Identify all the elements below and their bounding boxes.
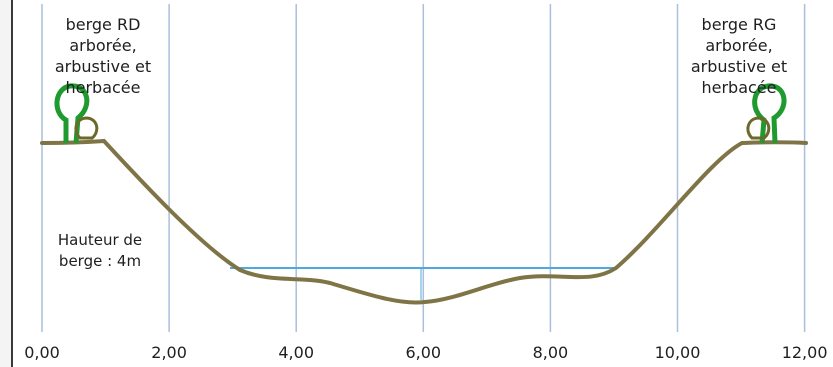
x-tick-label: 0,00 <box>24 343 60 362</box>
shrub-icon <box>74 116 99 140</box>
x-tick-label: 12,00 <box>781 343 828 362</box>
x-tick-label: 8,00 <box>532 343 569 362</box>
x-tick-label: 10,00 <box>654 343 701 362</box>
left-bank-vegetation <box>54 83 99 144</box>
right-bank-vegetation <box>746 83 787 144</box>
bank-height-note: Hauteur de berge : 4m <box>57 231 143 270</box>
tree-icon <box>752 83 787 144</box>
left-frame-border <box>0 0 13 367</box>
channel-profile-line <box>40 138 808 305</box>
shrub-icon <box>746 116 771 140</box>
x-tick-label: 6,00 <box>405 343 442 362</box>
gridlines <box>41 4 806 332</box>
x-tick-label: 4,00 <box>278 343 314 362</box>
right-bank-label: berge RG arborée, arbustive et herbacée <box>690 15 788 97</box>
tree-icon <box>54 83 90 144</box>
x-tick-label: 2,00 <box>151 343 187 362</box>
left-bank-label: berge RD arborée, arbustive et herbacée <box>54 15 152 97</box>
